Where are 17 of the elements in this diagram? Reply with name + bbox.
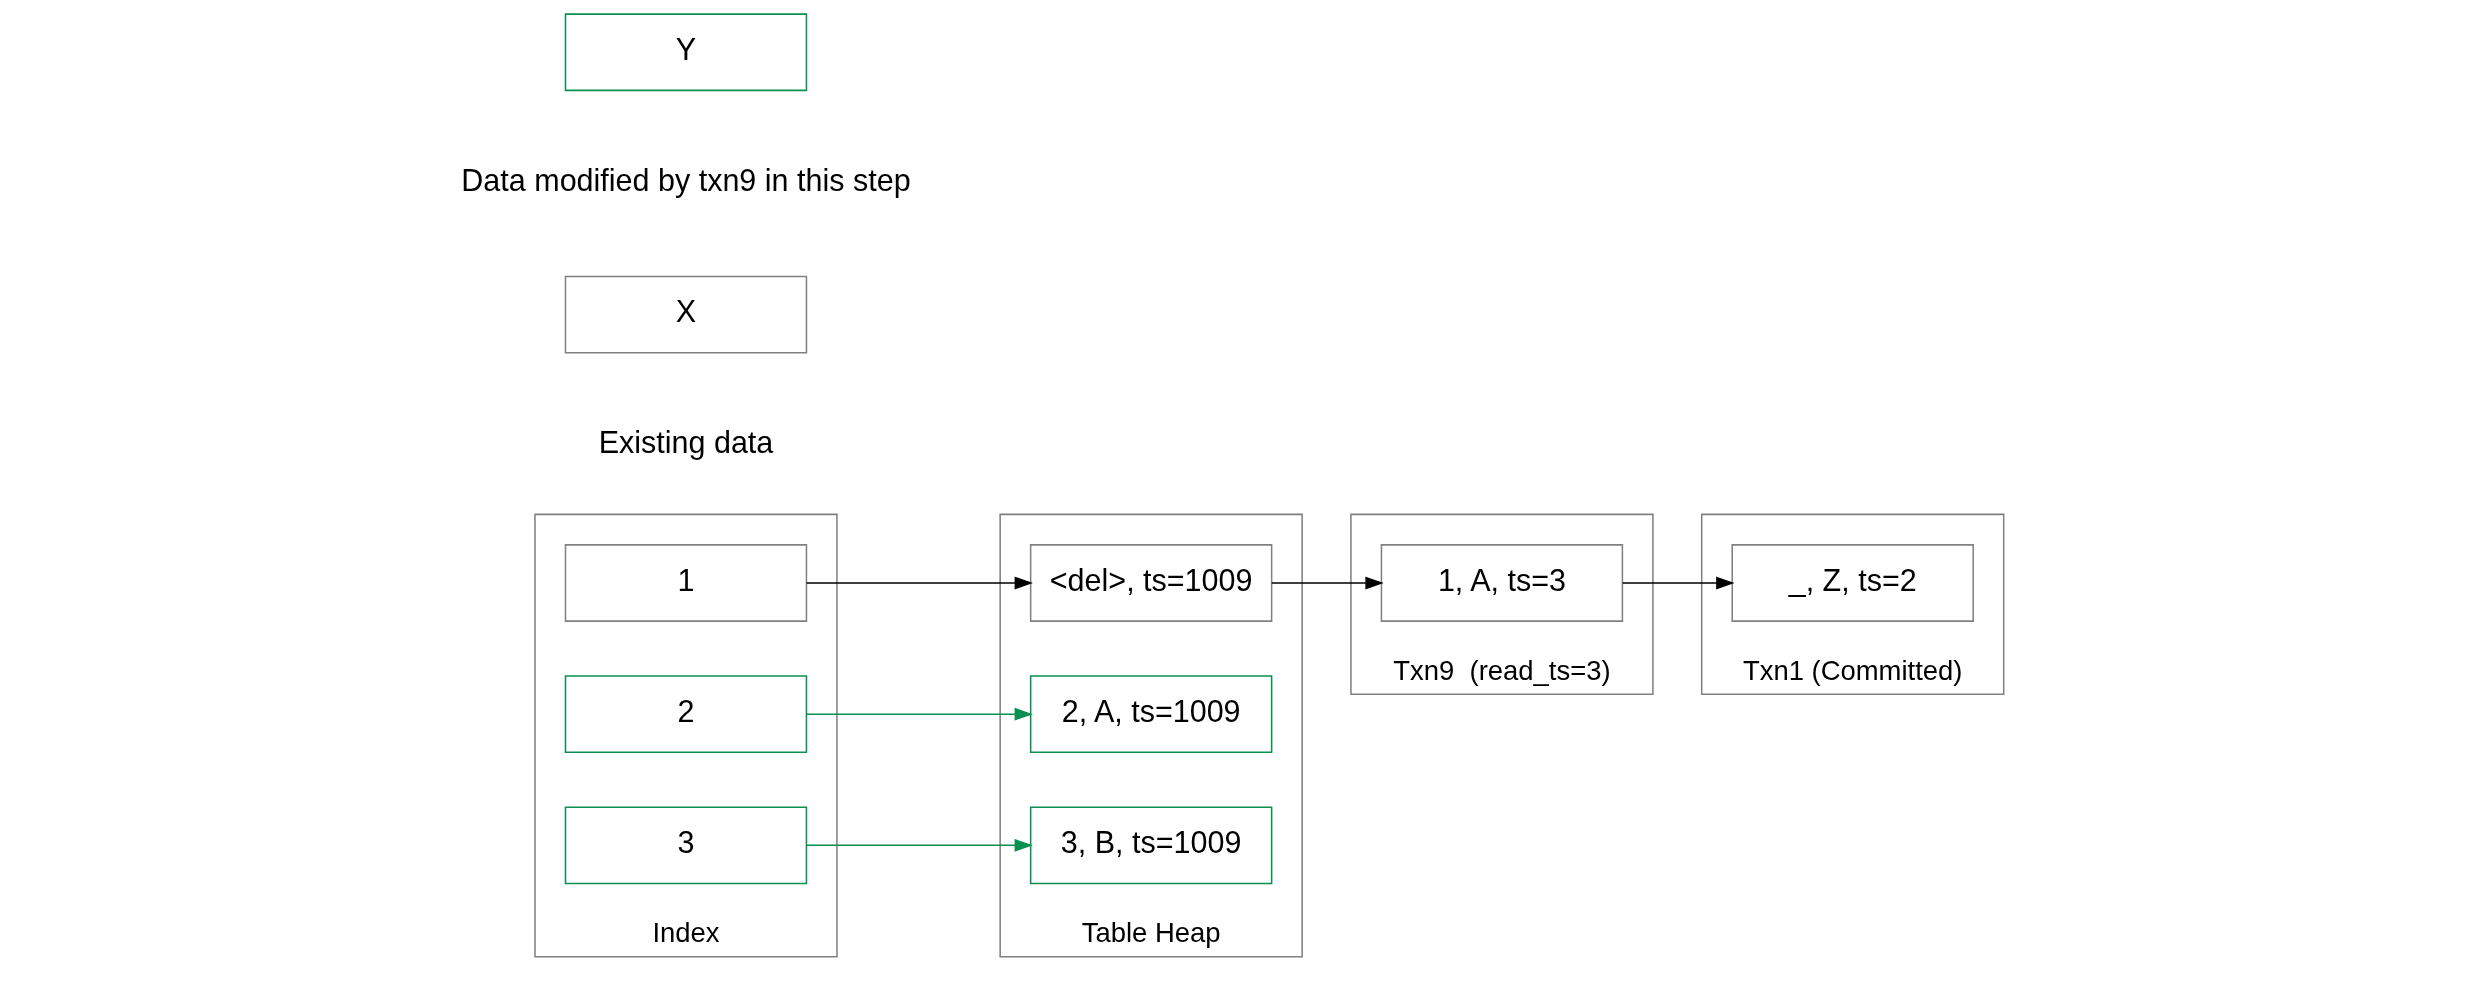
node-box: X xyxy=(564,275,807,354)
node-label: Data modified by txn9 in this step xyxy=(460,163,911,198)
node-box: _, Z, ts=2 xyxy=(1730,544,1974,622)
node-box: 1 xyxy=(564,544,807,622)
node-box: 1, A, ts=3 xyxy=(1380,544,1623,622)
node-box: Y xyxy=(564,13,807,92)
arrow xyxy=(1270,576,1384,590)
node-box: 2 xyxy=(564,675,807,754)
arrow xyxy=(805,576,1033,590)
node-box: 2, A, ts=1009 xyxy=(1029,675,1272,754)
node-box: 3, B, ts=1009 xyxy=(1029,806,1272,885)
arrow xyxy=(805,838,1033,852)
node-label: Existing data xyxy=(598,425,773,460)
node-box: 3 xyxy=(564,806,807,885)
arrow xyxy=(1621,576,1734,590)
node-box: <del>, ts=1009 xyxy=(1029,544,1272,622)
arrow xyxy=(805,707,1033,721)
